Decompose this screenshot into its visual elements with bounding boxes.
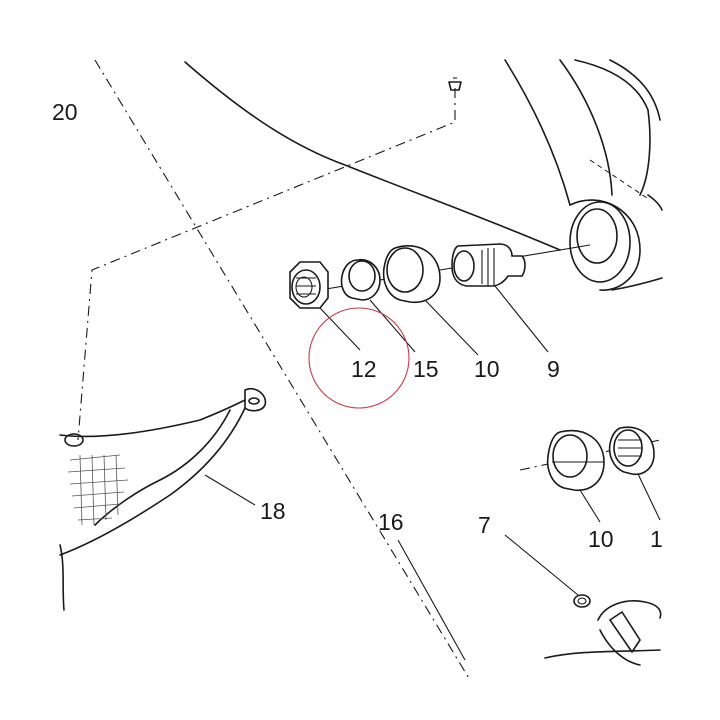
callout-20: 20 bbox=[52, 99, 78, 125]
leader-16 bbox=[397, 539, 466, 661]
part-18-cover bbox=[59, 387, 267, 611]
leader-18 bbox=[204, 474, 256, 506]
leader-10b bbox=[579, 489, 601, 523]
center-axis-line bbox=[94, 59, 471, 681]
callout-18: 18 bbox=[260, 498, 286, 524]
frame-body bbox=[504, 59, 663, 291]
callout-10-lower: 10 bbox=[588, 526, 614, 552]
part-10b-bushing bbox=[546, 429, 605, 491]
callout-15: 15 bbox=[413, 356, 439, 382]
leader-9 bbox=[494, 285, 549, 353]
callout-12: 12 bbox=[351, 356, 377, 382]
frame-outline bbox=[184, 61, 561, 251]
highlight-circle bbox=[308, 307, 410, 409]
part-1x-collar bbox=[608, 426, 655, 476]
callout-9: 9 bbox=[547, 356, 560, 382]
lower-bracket bbox=[544, 600, 662, 666]
leader-1 bbox=[637, 473, 661, 521]
fastener-axis-line bbox=[77, 88, 456, 441]
leader-10a bbox=[424, 299, 479, 356]
callout-7: 7 bbox=[478, 512, 491, 538]
small-screw-icon bbox=[448, 77, 462, 91]
part-12-nut bbox=[289, 261, 329, 309]
callout-1: 1 bbox=[650, 526, 663, 552]
leader-7 bbox=[504, 534, 579, 596]
callout-10: 10 bbox=[474, 356, 500, 382]
callout-16: 16 bbox=[378, 509, 404, 535]
part-9-sleeve bbox=[451, 243, 526, 287]
leader-15 bbox=[369, 299, 416, 353]
part-7-clip bbox=[573, 594, 591, 608]
leader-12 bbox=[319, 307, 361, 351]
frame-pivot-bushing bbox=[569, 199, 641, 291]
part-15-collar bbox=[340, 258, 381, 301]
part-10-bushing bbox=[382, 245, 441, 304]
